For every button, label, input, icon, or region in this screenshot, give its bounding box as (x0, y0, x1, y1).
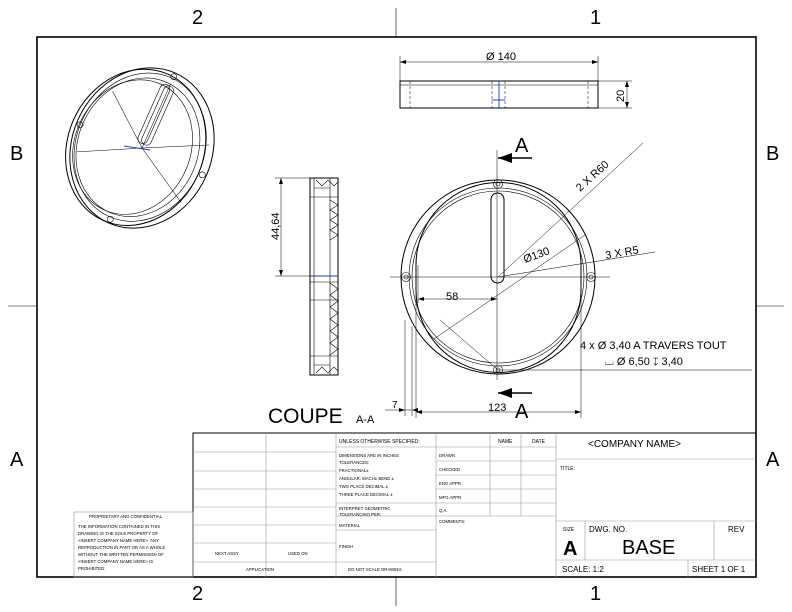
prop-line-0: THE INFORMATION CONTAINED IN THIS (78, 524, 160, 529)
comments-label: COMMENTS: (439, 519, 465, 524)
dwg-no-value: BASE (622, 537, 675, 559)
section-title: COUPE (268, 405, 343, 428)
zone-col-2-bottom: 2 (192, 583, 203, 605)
material-label: MATERIAL (339, 523, 361, 528)
drawn-label: DRAWN (439, 453, 455, 458)
dims-line-2: FRACTIONAL± (339, 468, 369, 473)
eng-appr-label: ENG APPR. (439, 481, 462, 486)
diameter-label: Ø130 (522, 245, 551, 265)
used-on-label: USED ON (288, 551, 308, 556)
rev-label: REV (728, 525, 745, 534)
isometric-view (65, 67, 215, 229)
scale-label: SCALE: 1:2 (562, 565, 604, 574)
zone-labels: 2 1 2 1 B B A A (10, 7, 780, 605)
size-label: SIZE (563, 527, 575, 533)
dwg-no-label: DWG. NO. (589, 525, 627, 534)
prop-line-6: PROHIBITED. (78, 566, 105, 571)
do-not-scale-label: DO NOT SCALE DRAWING (348, 567, 402, 572)
zone-col-2-top: 2 (192, 7, 203, 29)
dims-line-4: TWO PLACE DECIMAL ± (339, 484, 389, 489)
interpret-line-1: TOLERANCING PER: (339, 512, 381, 517)
radius-small-label: 3 X R5 (604, 244, 639, 262)
zone-row-a-left: A (10, 449, 24, 471)
section-height-label: 44,64 (270, 212, 282, 240)
hole-note-line1: 4 x Ø 3,40 A TRAVERS TOUT (580, 340, 727, 352)
front-view: A A 2 X R60 Ø130 3 X R5 58 123 4 x Ø 3,4… (390, 135, 752, 423)
interpret-line-0: INTERPRET GEOMETRIC (339, 506, 391, 511)
finish-label: FINISH (339, 544, 353, 549)
name-header: NAME (498, 439, 513, 445)
zone-col-1-top: 1 (590, 7, 601, 29)
prop-line-3: REPRODUCTION IN PART OR AS A WHOLE (78, 545, 166, 550)
zone-row-b-left: B (10, 143, 23, 165)
mount-hole-top (493, 179, 503, 189)
cut-label-top: A (515, 135, 529, 157)
top-view-height-label: 20 (615, 90, 627, 102)
dim-58-label: 58 (446, 291, 458, 303)
top-view: Ø 140 20 (399, 51, 632, 109)
unless-specified: UNLESS OTHERWISE SPECIFIED: (339, 439, 420, 445)
checked-label: CHECKED (439, 467, 460, 472)
radius-outer-label: 2 X R60 (574, 159, 612, 195)
title-label: TITLE: (560, 466, 575, 472)
date-header: DATE (532, 439, 546, 445)
mount-hole-right (586, 272, 596, 282)
application-label: APPLICATION (246, 567, 274, 572)
prop-line-2: <INSERT COMPANY NAME HERE>. ANY (78, 538, 159, 543)
zone-col-1-bottom: 1 (590, 583, 601, 605)
dims-line-5: THREE PLACE DECIMAL ± (339, 492, 393, 497)
top-view-diameter-label: Ø 140 (486, 51, 516, 63)
section-view: 44,64 7 COUPE A-A (268, 177, 418, 428)
title-block: UNLESS OTHERWISE SPECIFIED: NAME DATE <C… (73, 432, 757, 578)
sheet-label: SHEET 1 OF 1 (692, 565, 746, 574)
hole-note-line2: ⌴ Ø 6,50 ↧ 3,40 (605, 356, 683, 368)
mount-hole-left (401, 272, 411, 282)
qa-label: Q.A. (439, 508, 448, 513)
iso-axis-line (123, 145, 151, 151)
next-assy-label: NEXT ASSY (215, 551, 239, 556)
zone-row-a-right: A (766, 449, 780, 471)
dims-line-1: TOLERANCES: (339, 460, 369, 465)
prop-line-5: <INSERT COMPANY NAME HERE> IS (78, 559, 153, 564)
dims-line-0: DIMENSIONS ARE IN INCHES (339, 453, 399, 458)
zone-row-b-right: B (766, 143, 779, 165)
prop-title: PROPRIETARY AND CONFIDENTIAL (89, 514, 163, 519)
dim-123-label: 123 (488, 402, 506, 414)
section-offset-label: 7 (392, 400, 398, 411)
dims-line-3: ANGULAR: MACH± BEND ± (339, 476, 394, 481)
section-suffix: A-A (356, 414, 375, 426)
prop-line-4: WITHOUT THE WRITTEN PERMISSION OF (78, 552, 164, 557)
size-value: A (563, 538, 577, 560)
mfg-appr-label: MFG APPR. (439, 495, 462, 500)
company-name: <COMPANY NAME> (588, 439, 681, 450)
prop-line-1: DRAWING IS THE SOLE PROPERTY OF (78, 531, 158, 536)
